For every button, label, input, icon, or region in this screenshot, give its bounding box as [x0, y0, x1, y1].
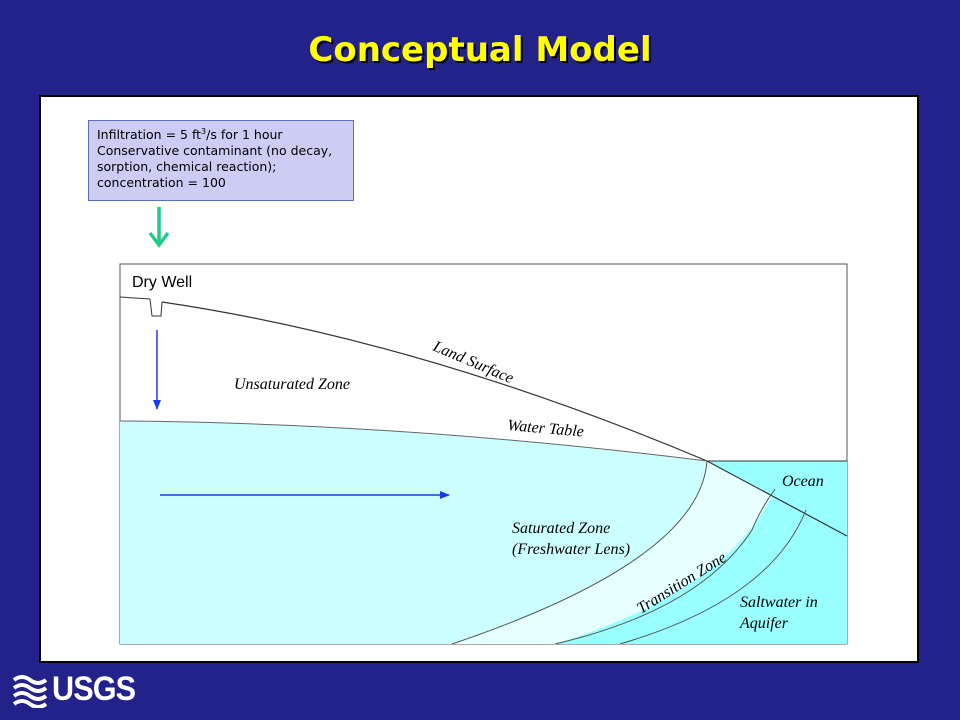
saltwater-zone	[555, 489, 847, 644]
usgs-logo: USGS	[12, 670, 152, 708]
dry-well-label: Dry Well	[132, 274, 192, 291]
info-line-4: concentration = 100	[97, 175, 226, 190]
info-line-1: Infiltration = 5 ft3/s for 1 hour	[97, 126, 283, 142]
ocean-label: Ocean	[782, 473, 824, 490]
infiltration-arrow-icon	[148, 207, 170, 248]
freshwater-lens-label: (Freshwater Lens)	[512, 541, 630, 558]
unsaturated-zone-label: Unsaturated Zone	[234, 376, 350, 393]
transition-zone	[452, 461, 775, 644]
water-table-line	[119, 420, 708, 462]
saturated-zone-label: Saturated Zone	[512, 520, 610, 537]
usgs-wave-icon	[12, 675, 48, 708]
water-table-label: Water Table	[507, 417, 585, 441]
transition-saltwater-boundary	[619, 509, 807, 645]
usgs-logo-text: USGS	[52, 670, 136, 708]
aquifer-label: Aquifer	[739, 615, 789, 632]
land-surface-line	[161, 301, 848, 537]
dry-well-icon	[149, 298, 163, 317]
info-line-3: sorption, chemical reaction);	[97, 159, 277, 174]
saltwater-label: Saltwater in	[740, 594, 818, 611]
slide-title: Conceptual Model	[308, 30, 652, 70]
infiltration-info-box: Infiltration = 5 ft3/s for 1 hour Conser…	[88, 120, 354, 201]
saturated-zone	[120, 421, 707, 644]
info-line-2: Conservative contaminant (no decay,	[97, 143, 333, 158]
